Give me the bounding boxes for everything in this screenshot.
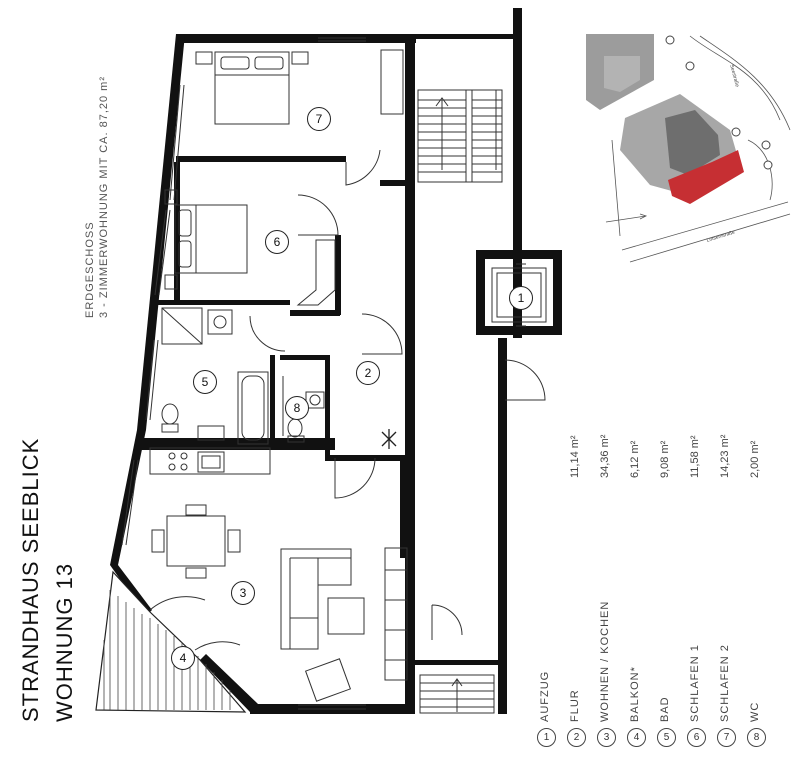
legend-label: AUFZUG <box>539 670 551 722</box>
windows <box>121 37 366 710</box>
room-marker-8: 8 <box>285 396 309 420</box>
apartment-title: WOHNUNG 13 <box>52 562 77 722</box>
bed-6 <box>164 189 336 306</box>
dining-table <box>151 504 241 579</box>
legend-number: 4 <box>627 728 646 747</box>
legend-area: 2,00 m² <box>749 440 761 478</box>
room-marker-6: 6 <box>265 230 289 254</box>
room-marker-5: 5 <box>193 370 217 394</box>
legend-label: WC <box>749 701 761 722</box>
stair-bottom <box>419 674 495 714</box>
apartment-description: 3 - ZIMMERWOHNUNG MIT CA. 87,20 m² <box>98 75 110 318</box>
legend-area: 11,14 m² <box>569 435 581 478</box>
legend-label: BAD <box>659 696 671 722</box>
interior-walls <box>140 156 500 665</box>
legend-number: 2 <box>567 728 586 747</box>
legend-area: 34,36 m² <box>599 434 611 478</box>
room-marker-7: 7 <box>307 107 331 131</box>
legend-area: 9,08 m² <box>659 440 671 478</box>
legend-area: 11,58 m² <box>689 435 701 478</box>
legend-number: 1 <box>537 728 556 747</box>
light-marker <box>381 429 397 449</box>
legend-number: 6 <box>687 728 706 747</box>
sofa <box>280 547 408 702</box>
kitchen <box>149 447 271 475</box>
room-marker-1: 1 <box>509 286 533 310</box>
project-title: STRANDHAUS SEEBLICK <box>18 437 43 722</box>
legend-label: WOHNEN / KOCHEN <box>599 600 611 722</box>
bath-fixtures <box>161 307 325 445</box>
room-marker-2: 2 <box>356 361 380 385</box>
legend-label: SCHLAFEN 1 <box>689 644 701 722</box>
doors <box>149 149 546 651</box>
room-marker-3: 3 <box>231 581 255 605</box>
balcony <box>95 570 247 713</box>
legend-number: 8 <box>747 728 766 747</box>
room-marker-4: 4 <box>171 646 195 670</box>
legend-number: 7 <box>717 728 736 747</box>
legend-label: BALKON* <box>629 666 641 722</box>
elevator-car <box>491 263 547 327</box>
legend-number: 5 <box>657 728 676 747</box>
legend-area: 6,12 m² <box>629 440 641 478</box>
bed-7 <box>195 49 404 125</box>
legend-area: 14,23 m² <box>719 434 731 478</box>
stair-top <box>417 89 503 183</box>
legend-label: SCHLAFEN 2 <box>719 644 731 722</box>
site-plan <box>586 34 791 263</box>
legend-number: 3 <box>597 728 616 747</box>
floor-label: ERDGESCHOSS <box>84 221 96 318</box>
legend-label: FLUR <box>569 689 581 722</box>
